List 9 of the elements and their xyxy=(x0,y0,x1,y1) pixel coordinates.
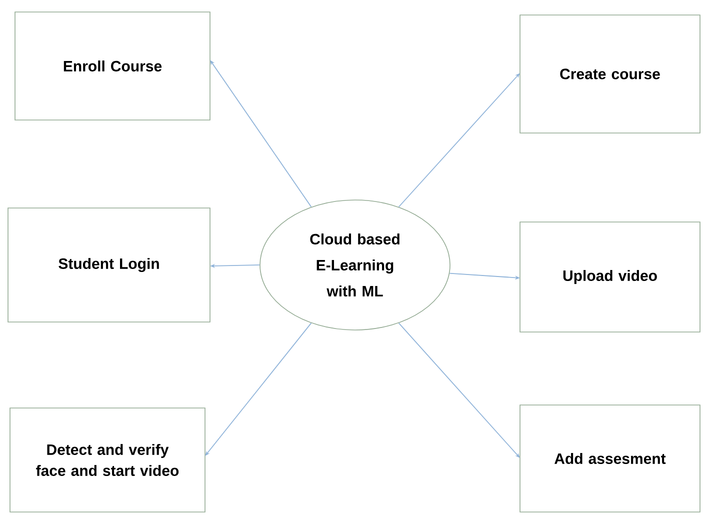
arrow xyxy=(205,322,312,456)
process-box: Add assesment xyxy=(520,404,700,512)
process-box: Detect and verify face and start video xyxy=(10,408,206,512)
arrow xyxy=(398,73,520,208)
process-box: Enroll Course xyxy=(14,12,210,120)
process-box: Student Login xyxy=(8,208,210,322)
arrow xyxy=(398,322,520,458)
process-box: Create course xyxy=(520,14,700,134)
process-box: Upload video xyxy=(520,222,700,332)
